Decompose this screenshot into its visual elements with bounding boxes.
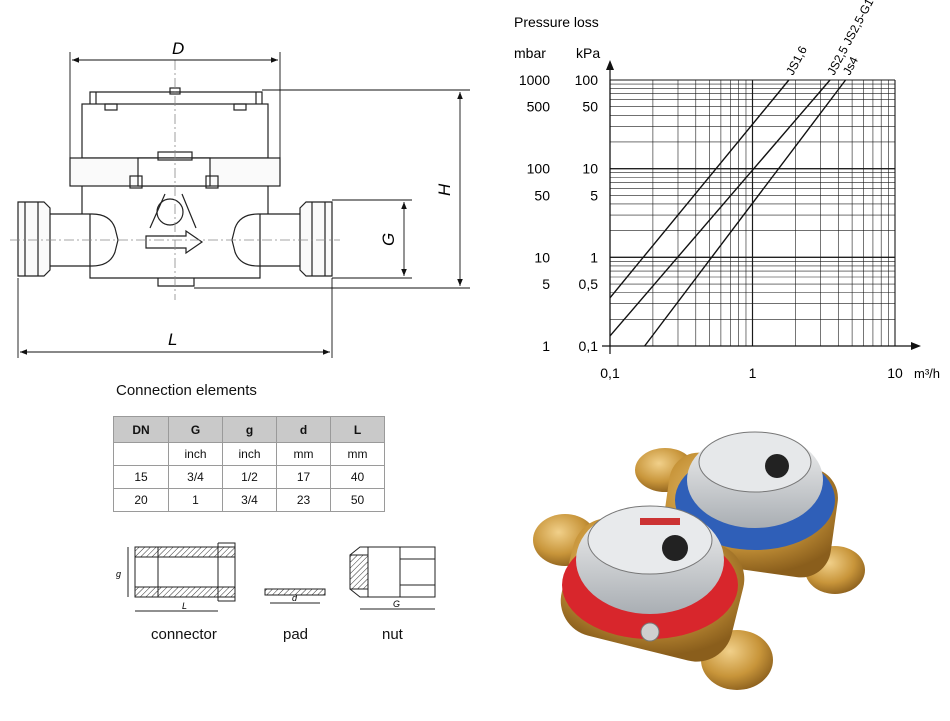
x-unit: m³/h [914, 366, 940, 381]
connector-label: connector [151, 626, 217, 643]
chart-title: Pressure loss [514, 14, 599, 30]
x-tick: 1 [749, 365, 757, 381]
y-tick-kpa: 0,5 [579, 276, 599, 292]
unit-cell [113, 442, 169, 466]
part-dim-g: g [116, 569, 121, 579]
col-header: g [222, 416, 277, 443]
col-header: G [168, 416, 223, 443]
col-header: DN [113, 416, 169, 443]
table-cell: 40 [330, 465, 385, 489]
unit-cell: inch [168, 442, 223, 466]
meter-drawing: D H G L [10, 39, 470, 358]
series-label: JS1,6 [783, 43, 810, 77]
unit-cell: inch [222, 442, 277, 466]
unit-cell: mm [276, 442, 331, 466]
y-unit-right: kPa [576, 45, 600, 61]
x-tick: 10 [887, 365, 903, 381]
table-cell: 50 [330, 488, 385, 512]
y-unit-left: mbar [514, 45, 546, 61]
table-header-row: DN G g d L [113, 416, 385, 443]
red-meter [533, 505, 773, 690]
table-cell: 17 [276, 465, 331, 489]
table-cell: 20 [113, 488, 169, 512]
col-header: L [330, 416, 385, 443]
part-dim-L: L [182, 601, 187, 611]
dim-L-label: L [168, 330, 177, 349]
y-tick-mbar: 50 [534, 187, 550, 203]
y-tick-mbar: 1 [542, 338, 550, 354]
connection-table: DN G g d L inch inch mm mm 15 3/4 1/2 17… [113, 416, 385, 512]
table-row: 20 1 3/4 23 50 [113, 488, 385, 512]
part-dim-G: G [393, 599, 400, 609]
y-tick-kpa: 5 [590, 187, 598, 203]
table-cell: 23 [276, 488, 331, 512]
y-tick-mbar: 1000 [519, 72, 550, 88]
series-line [609, 79, 790, 299]
connection-title: Connection elements [116, 382, 257, 399]
pressure-loss-chart: Pressure loss mbar kPa m³/h 0,1 1 0,5 5 1 10 5… [514, 0, 940, 381]
y-tick-kpa: 1 [590, 249, 598, 265]
y-tick-mbar: 10 [534, 249, 550, 265]
y-axis-arrow [606, 60, 614, 70]
series-line [644, 79, 847, 347]
dim-G-label: G [379, 233, 398, 246]
unit-cell: mm [330, 442, 385, 466]
table-row: inch inch mm mm [113, 442, 385, 466]
blue-meter [635, 431, 865, 594]
y-tick-mbar: 5 [542, 276, 550, 292]
part-dim-d: d [292, 593, 298, 603]
table-row: 15 3/4 1/2 17 40 [113, 465, 385, 489]
x-axis-arrow [911, 342, 921, 350]
dim-D-label: D [172, 39, 184, 58]
col-header: d [276, 416, 331, 443]
y-tick-kpa: 0,1 [579, 338, 599, 354]
y-tick-mbar: 100 [527, 161, 551, 177]
dim-H-label: H [435, 183, 454, 196]
y-tick-kpa: 10 [582, 161, 598, 177]
table-cell: 3/4 [222, 488, 277, 512]
x-tick: 0,1 [600, 365, 620, 381]
table-cell: 15 [113, 465, 169, 489]
table-cell: 3/4 [168, 465, 223, 489]
pad-label: pad [283, 626, 309, 643]
table-cell: 1/2 [222, 465, 277, 489]
table-cell: 1 [168, 488, 223, 512]
water-meter-photo [533, 431, 865, 690]
y-tick-kpa: 50 [582, 99, 598, 115]
series-line [609, 79, 831, 337]
y-tick-mbar: 500 [527, 99, 551, 115]
parts-drawing: g L d G [116, 542, 436, 612]
y-tick-kpa: 100 [575, 72, 599, 88]
nut-label: nut [382, 626, 403, 643]
